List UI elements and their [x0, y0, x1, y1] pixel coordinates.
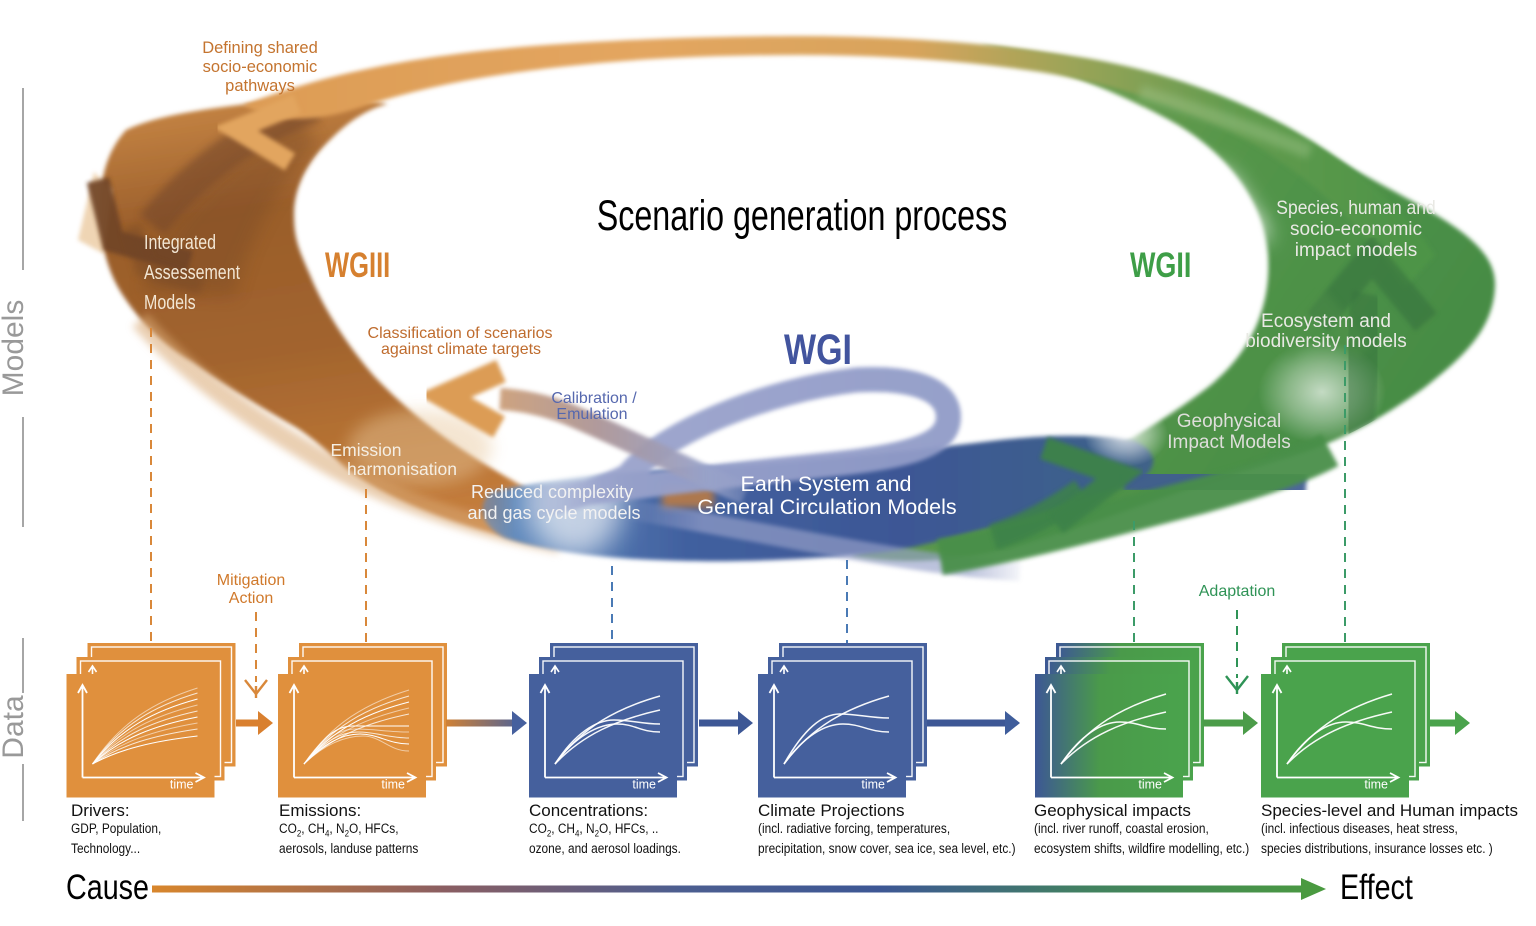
svg-text:time: time: [861, 778, 885, 792]
svg-text:time: time: [1138, 778, 1162, 792]
svg-text:time: time: [632, 778, 656, 792]
svg-text:time: time: [170, 778, 194, 792]
svg-text:Models: Models: [0, 300, 30, 397]
svg-text:time: time: [381, 778, 405, 792]
svg-text:Data: Data: [0, 695, 30, 759]
svg-text:time: time: [1364, 778, 1388, 792]
